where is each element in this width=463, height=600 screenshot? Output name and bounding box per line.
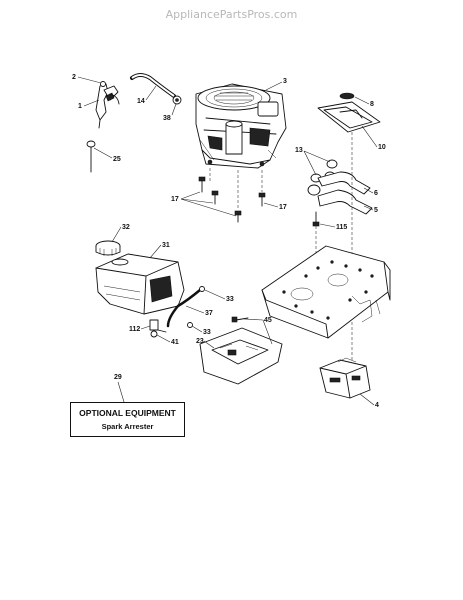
callout-5: 5 — [374, 207, 378, 214]
callout-38: 38 — [163, 115, 171, 122]
callout-25: 25 — [113, 156, 121, 163]
callout-2: 2 — [72, 74, 76, 81]
fuel-tank — [95, 253, 185, 315]
fuel-line — [130, 73, 176, 98]
throttle-control — [95, 81, 120, 129]
engine — [195, 83, 287, 169]
callout-33b: 33 — [203, 329, 211, 336]
callout-17b: 17 — [279, 204, 287, 211]
callout-10: 10 — [378, 144, 386, 151]
callout-6: 6 — [374, 190, 378, 197]
fuel-hose — [166, 286, 205, 328]
muffler — [319, 357, 371, 399]
engine-bolts — [198, 168, 266, 223]
callout-32: 32 — [122, 224, 130, 231]
callout-112: 112 — [129, 326, 140, 333]
fuel-shutoff-valve — [149, 319, 167, 338]
callout-4: 4 — [375, 402, 379, 409]
callout-41: 41 — [171, 339, 179, 346]
leader-lines — [77, 76, 378, 406]
callout-33a: 33 — [226, 296, 234, 303]
clamp — [172, 95, 182, 105]
watermark: AppliancePartsPros.com — [165, 8, 298, 21]
callout-14: 14 — [137, 98, 145, 105]
callout-23: 23 — [196, 338, 204, 345]
callout-1: 1 — [78, 103, 82, 110]
spark-arrester-label: Spark Arrester — [101, 422, 154, 431]
fuel-cap — [95, 240, 121, 256]
callout-labels: 2 1 14 3 38 25 8 10 13 6 5 17 17 115 32 … — [72, 74, 386, 409]
callout-45: 45 — [264, 317, 272, 324]
heat-shield — [199, 327, 283, 385]
callout-31: 31 — [162, 242, 170, 249]
muffler-cap-and-shield — [317, 92, 381, 133]
optional-equipment-title: OPTIONAL EQUIPMENT — [79, 408, 176, 418]
callout-8: 8 — [370, 101, 374, 108]
callout-115: 115 — [336, 224, 347, 231]
exhaust-pipes — [307, 132, 373, 360]
callout-13: 13 — [295, 147, 303, 154]
callout-3: 3 — [283, 78, 287, 85]
callout-29: 29 — [114, 374, 122, 381]
chassis-frame — [261, 245, 391, 339]
optional-equipment-box: OPTIONAL EQUIPMENT Spark Arrester — [70, 402, 185, 437]
callout-17a: 17 — [171, 196, 179, 203]
callout-37: 37 — [205, 310, 213, 317]
choke-knob — [86, 140, 96, 173]
